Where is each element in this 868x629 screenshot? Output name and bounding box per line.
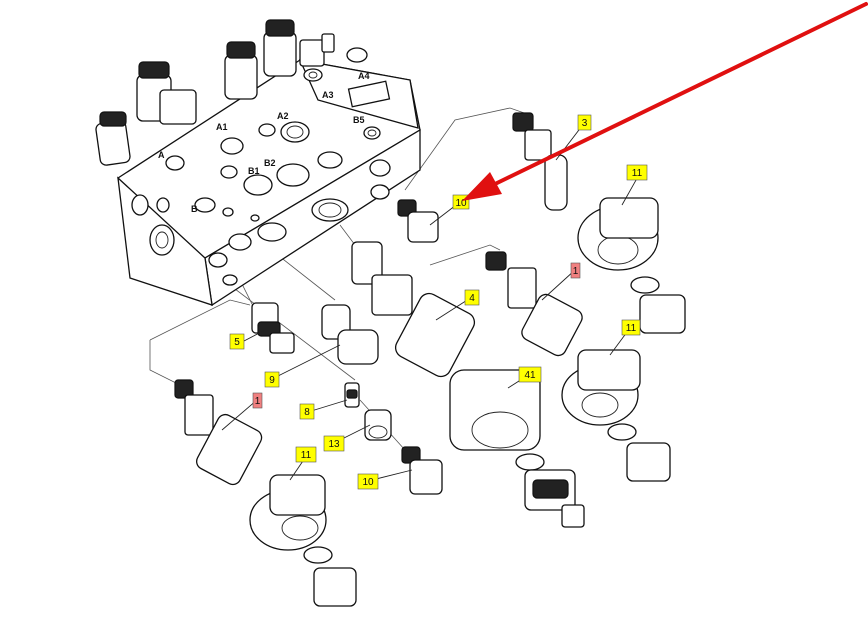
- callout-3: 3: [577, 114, 592, 131]
- port-label-a2: A2: [277, 111, 289, 121]
- highlight-arrow: [462, 2, 868, 201]
- component-valve-13: [364, 409, 392, 441]
- callout-11-mid: 11: [621, 319, 641, 336]
- valve-block: [117, 47, 421, 307]
- component-valve-8: [344, 382, 360, 408]
- svg-text:41: 41: [524, 370, 536, 381]
- component-cartridge-4: [351, 241, 476, 378]
- port-label-b2: B2: [264, 158, 276, 168]
- port-label-a1: A1: [216, 122, 228, 132]
- svg-text:4: 4: [469, 293, 475, 304]
- svg-text:10: 10: [362, 477, 374, 488]
- callout-8: 8: [299, 403, 315, 420]
- svg-text:1: 1: [573, 266, 579, 277]
- port-label-a4: A4: [358, 71, 370, 81]
- callout-9: 9: [264, 371, 280, 388]
- svg-text:10: 10: [455, 198, 467, 209]
- svg-text:5: 5: [234, 337, 240, 348]
- port-label-b: B: [191, 204, 198, 214]
- port-label-a3: A3: [322, 90, 334, 100]
- component-coil-11-left: [249, 474, 357, 607]
- callout-11-left: 11: [295, 446, 317, 463]
- callout-13: 13: [323, 435, 345, 452]
- svg-text:8: 8: [304, 407, 310, 418]
- svg-text:13: 13: [328, 439, 340, 450]
- svg-text:11: 11: [632, 168, 643, 179]
- svg-text:11: 11: [301, 450, 312, 461]
- block-mounted-coils: [95, 19, 335, 166]
- component-valve-9: [321, 304, 379, 365]
- component-valve-5: [251, 302, 295, 354]
- svg-text:11: 11: [626, 323, 637, 334]
- callout-41: 41: [518, 366, 542, 383]
- component-valve-10-bottom: [401, 446, 443, 495]
- svg-text:9: 9: [269, 375, 275, 386]
- svg-text:3: 3: [582, 118, 588, 129]
- component-coil-11-right-mid: [561, 349, 671, 482]
- component-coil-41: [449, 369, 585, 528]
- callout-4: 4: [464, 289, 480, 306]
- callout-1-left: 1: [252, 392, 263, 409]
- callout-10-bottom: 10: [357, 473, 379, 490]
- port-label-b1: B1: [248, 166, 260, 176]
- component-valve-10-top: [397, 199, 439, 243]
- component-coil-11-right-top: [577, 197, 686, 334]
- component-cartridge-1-right: [485, 251, 583, 357]
- callout-11-top: 11: [626, 164, 648, 181]
- port-labels: A A1 A2 A3 A4 B B1 B2 B5: [158, 71, 370, 214]
- component-cartridge-3: [512, 112, 568, 211]
- svg-text:1: 1: [255, 396, 261, 407]
- component-cartridge-1-left: [174, 379, 263, 486]
- callout-5: 5: [229, 333, 245, 350]
- callout-1-right: 1: [570, 262, 581, 279]
- port-label-b5: B5: [353, 115, 365, 125]
- port-label-a: A: [158, 150, 165, 160]
